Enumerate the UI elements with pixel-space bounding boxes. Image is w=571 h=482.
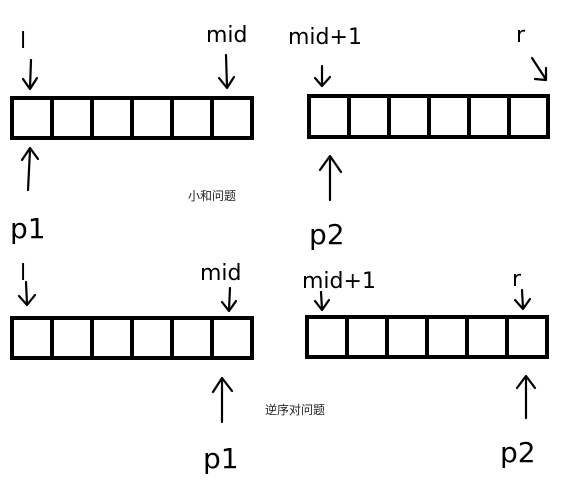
arrow-up-p2	[515, 374, 537, 420]
array-cell	[425, 315, 469, 359]
array-cell	[210, 316, 254, 360]
pointer-label-p2: p2	[309, 218, 345, 251]
array-cell	[347, 94, 391, 139]
array-cell	[90, 96, 134, 140]
array-cell	[305, 315, 349, 359]
array-cell	[307, 94, 351, 139]
arrow-down-mid-plus-1	[313, 64, 332, 88]
array-cell	[90, 316, 134, 360]
arrow-up-p1	[20, 146, 40, 192]
pointer-label-p2: p2	[500, 436, 536, 469]
array-cell	[170, 96, 214, 140]
label-r: r	[512, 267, 522, 292]
arrow-up-p1	[211, 376, 234, 424]
array-cell	[345, 315, 389, 359]
arrow-down-mid	[220, 286, 238, 313]
array-cell	[465, 315, 509, 359]
array-cell	[170, 316, 214, 360]
array-cell	[210, 96, 254, 140]
label-mid-plus-1: mid+1	[302, 269, 376, 294]
arrow-down-mid-plus-1	[313, 290, 331, 312]
arrow-down-l	[17, 280, 37, 307]
panel-reverse-pairs: l mid mid+1 r p1 p2 逆序对问题	[10, 261, 549, 475]
arrow-down-r	[513, 288, 532, 311]
array-cell	[507, 94, 550, 139]
label-r: r	[516, 23, 526, 48]
array-cell	[387, 94, 431, 139]
caption-reverse-pairs: 逆序对问题	[265, 402, 325, 417]
array-cell	[130, 316, 174, 360]
label-mid: mid	[206, 23, 248, 48]
array-right-small-sum	[307, 94, 550, 139]
array-cell	[427, 94, 471, 139]
array-left-reverse-pairs	[10, 316, 254, 360]
array-cell	[505, 315, 549, 359]
array-cell	[385, 315, 429, 359]
array-cell	[10, 316, 54, 360]
array-cell	[130, 96, 174, 140]
label-l: l	[20, 261, 26, 286]
label-mid: mid	[200, 261, 242, 286]
arrow-down-r	[530, 56, 548, 82]
pointer-label-p1: p1	[10, 212, 46, 245]
array-cell	[467, 94, 511, 139]
array-cell	[50, 96, 94, 140]
arrow-down-l	[21, 58, 39, 91]
array-cell	[10, 96, 54, 140]
panel-small-sum: l mid mid+1 r p1 p2 小和问题	[10, 23, 550, 251]
label-l: l	[20, 29, 26, 54]
arrow-up-p2	[318, 154, 343, 202]
pointer-label-p1: p1	[203, 442, 239, 475]
arrow-down-mid	[217, 53, 236, 90]
array-cell	[50, 316, 94, 360]
caption-small-sum: 小和问题	[188, 189, 236, 203]
array-right-reverse-pairs	[305, 315, 549, 359]
array-left-small-sum	[10, 96, 254, 140]
label-mid-plus-1: mid+1	[288, 25, 362, 50]
